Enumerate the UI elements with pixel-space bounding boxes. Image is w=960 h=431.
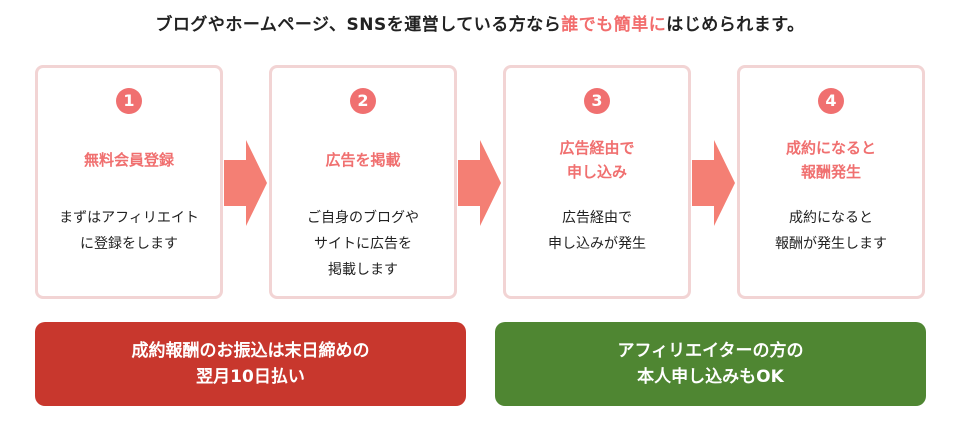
step-description: まずはアフィリエイト に登録をします [59,210,199,252]
headline-text-end: はじめられます。 [666,15,805,35]
headline-highlight: 誰でも簡単に [561,15,667,35]
arrow-right-icon [224,140,267,226]
step-title: 広告を掲載 [325,151,401,169]
self-application-banner: アフィリエイターの方の 本人申し込みもOK [495,322,926,406]
payment-terms-banner: 成約報酬のお振込は末日締めの 翌月10日払い [35,322,466,406]
step-card-3: 3 広告経由で 申し込み 広告経由で 申し込みが発生 [503,65,691,299]
step-card-4: 4 成約になると 報酬発生 成約になると 報酬が発生します [737,65,925,299]
step-description: 広告経由で 申し込みが発生 [548,210,646,252]
step-number-badge: 2 [350,88,376,114]
step-card-2: 2 広告を掲載 ご自身のブログや サイトに広告を 掲載します [269,65,457,299]
arrow-right-icon [692,140,735,226]
headline-text: ブログやホームページ、SNSを運営している方なら [155,15,562,35]
step-number-badge: 3 [584,88,610,114]
headline: ブログやホームページ、SNSを運営している方なら誰でも簡単にはじめられます。 [0,10,960,35]
step-number-badge: 1 [116,88,142,114]
step-card-1: 1 無料会員登録 まずはアフィリエイト に登録をします [35,65,223,299]
step-title: 成約になると 報酬発生 [785,139,876,181]
arrow-right-icon [458,140,501,226]
step-number-badge: 4 [818,88,844,114]
step-description: 成約になると 報酬が発生します [775,210,887,252]
step-title: 無料会員登録 [83,151,174,169]
step-description: ご自身のブログや サイトに広告を 掲載します [307,210,419,278]
step-title: 広告経由で 申し込み [559,139,635,181]
